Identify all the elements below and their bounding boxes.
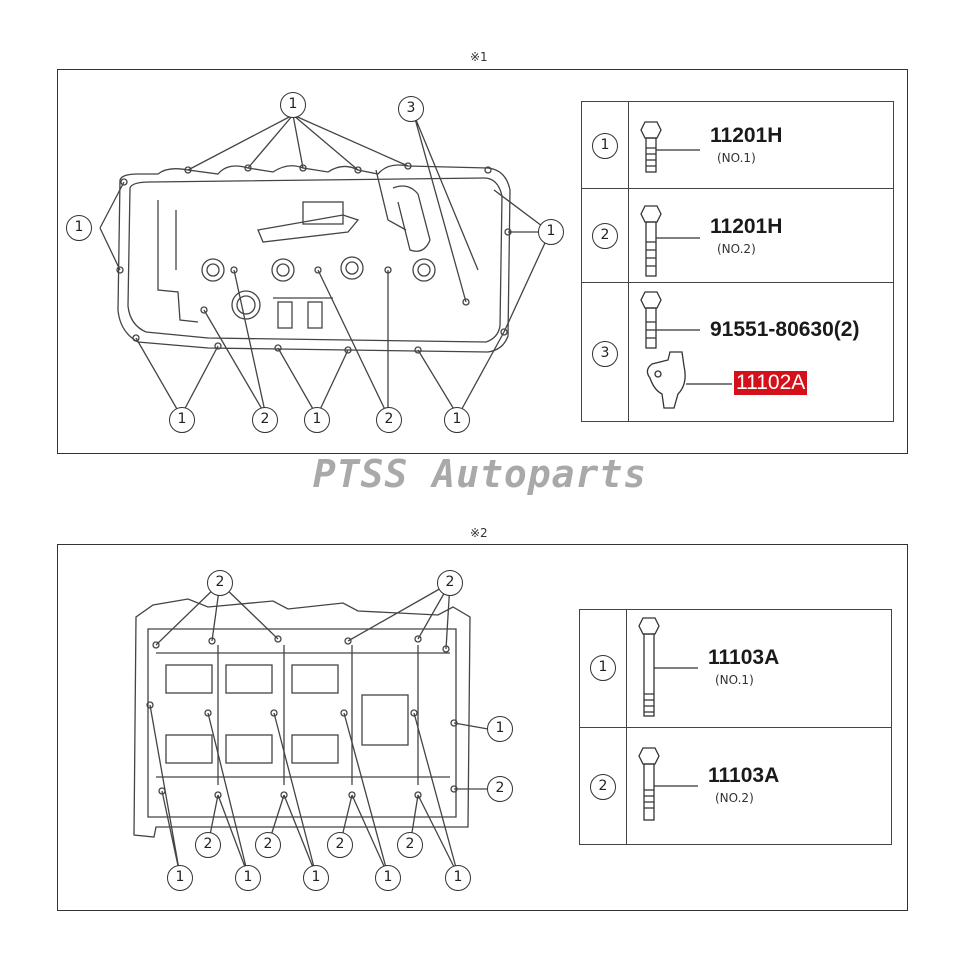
part-number-11103a-no2: 11103A [708, 764, 780, 787]
legend-number-2: 2 [592, 223, 618, 249]
callout-right-1: 1 [487, 716, 513, 742]
part-number-91551-80630: 91551-80630(2) [710, 318, 860, 341]
callout-top-1: 1 [280, 92, 306, 118]
callout-bottom-1a: 1 [169, 407, 195, 433]
legend-number-3: 3 [592, 341, 618, 367]
legend-row-2: 2 11103A (NO.2) [580, 727, 891, 847]
part-sub-no1: (NO.1) [717, 151, 756, 165]
watermark-text: PTSS Autoparts [312, 452, 648, 496]
callout-bottom-2c: 2 [327, 832, 353, 858]
callout-bottom-2a: 2 [195, 832, 221, 858]
callout-bottom-2d: 2 [397, 832, 423, 858]
part-sub-no2: (NO.2) [715, 791, 754, 805]
callout-right-2: 2 [487, 776, 513, 802]
callout-bottom-1a: 1 [167, 865, 193, 891]
callout-left-1: 1 [66, 215, 92, 241]
legend-number-column [582, 102, 629, 421]
legend-row-1: 1 11103A (NO.1) [580, 610, 891, 727]
top-diagram-panel: 1 1 1 3 1 2 1 2 1 [57, 69, 908, 454]
cylinder-head-cover-drawing [99, 114, 551, 417]
callout-bottom-1c: 1 [303, 865, 329, 891]
diagram-mark-2: ※2 [470, 526, 488, 540]
legend-number-1: 1 [592, 133, 618, 159]
callout-bottom-1c: 1 [444, 407, 470, 433]
cylinder-head-drawing [133, 582, 489, 876]
part-sub-no2: (NO.2) [717, 242, 756, 256]
bottom-diagram-panel: 2 2 1 2 2 2 2 2 1 1 1 1 1 1 11103A (NO.1… [57, 544, 908, 911]
part-sub-no1: (NO.1) [715, 673, 754, 687]
callout-bottom-2a: 2 [252, 407, 278, 433]
legend-row-3: 3 91551-80630(2) 11102A [582, 282, 893, 424]
part-number-11201h-no2: 11201H [710, 215, 783, 238]
callout-top-2b: 2 [437, 570, 463, 596]
part-number-11201h-no1: 11201H [710, 124, 783, 147]
legend-row-2: 2 11201H (NO.2) [582, 188, 893, 283]
callout-top-3: 3 [398, 96, 424, 122]
callout-bottom-1b: 1 [304, 407, 330, 433]
bottom-parts-legend: 1 11103A (NO.1) 2 11103A (NO.2) [579, 609, 892, 845]
callout-right-1: 1 [538, 219, 564, 245]
top-parts-legend: 1 11201H (NO.1) 2 11201H (NO.2) 3 91551-… [581, 101, 894, 422]
legend-bolt-drawings [638, 617, 698, 821]
callout-bottom-2b: 2 [255, 832, 281, 858]
callout-bottom-1e: 1 [445, 865, 471, 891]
part-number-11102a-highlight: 11102A [734, 371, 808, 395]
legend-row-1: 1 11201H (NO.1) [582, 102, 893, 188]
callout-bottom-1b: 1 [235, 865, 261, 891]
legend-bolt-drawings [640, 121, 732, 409]
legend-number-1: 1 [590, 655, 616, 681]
part-number-11103a-no1: 11103A [708, 646, 780, 669]
legend-number-2: 2 [590, 774, 616, 800]
diagram-mark-1: ※1 [470, 50, 488, 64]
callout-top-2a: 2 [207, 570, 233, 596]
callout-bottom-1d: 1 [375, 865, 401, 891]
callout-bottom-2b: 2 [376, 407, 402, 433]
